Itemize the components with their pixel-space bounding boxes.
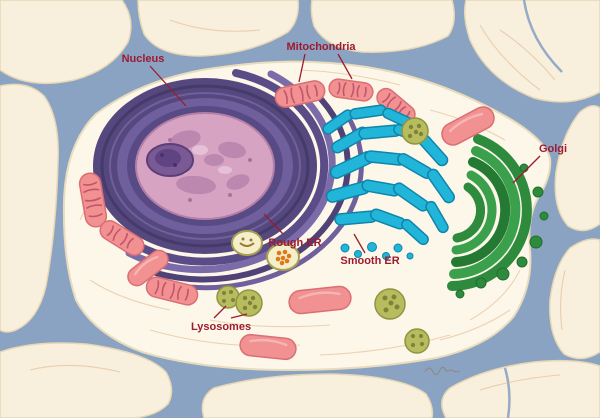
mitochondrion [288,285,352,315]
nucleus-label-text: Nucleus [122,53,165,65]
mitochondrion [441,106,495,146]
nucleus-leader-line [149,65,187,107]
mitochondrion [239,333,297,361]
rough-er-leader-line [263,213,284,235]
lysosomes-label-text: Lysosomes [191,321,251,333]
nucleolus [146,143,194,177]
cell-junction-line [522,0,563,73]
mitochondria-label-text: Mitochondria [286,41,356,53]
nucleus [93,78,317,254]
smooth-er-label-text: Smooth ER [340,255,399,267]
lysosome [401,117,429,145]
lysosome [235,289,263,317]
mitochondrion [99,220,145,256]
neighbor-cell [137,0,300,57]
labels: Nucleus Mitochondria Golgi Rough ER Smoo… [122,41,567,333]
neighbor-cell [463,0,600,103]
cell-junction-line [503,367,511,418]
neighbor-cell [0,0,132,85]
mitochondrion [145,276,199,306]
neighbor-cell [554,105,600,232]
mitochondria-label: Mitochondria [286,41,356,83]
mitochondrion [78,172,108,228]
golgi-leader-line [512,155,541,184]
neighbor-cell [310,0,455,53]
golgi-label: Golgi [512,143,567,184]
lysosomes-leader-lines [213,305,248,319]
neighbor-cell [0,83,59,333]
mitochondrion [127,249,169,287]
mitochondrion [274,80,326,108]
golgi-apparatus [447,134,549,299]
golgi-label-text: Golgi [539,143,567,155]
neighbor-cell [441,359,600,418]
neighbor-cell [0,342,173,418]
lysosome [374,288,406,320]
mitochondria-group [78,78,416,306]
mitochondria-leader-lines [298,53,353,83]
lysosome [404,328,430,354]
smooth-er-label: Smooth ER [340,233,400,267]
rough-er-label: Rough ER [263,213,322,249]
mitochondria-plain-group [127,106,495,361]
lysosomes-label: Lysosomes [191,305,251,333]
vesicle-orange-core [266,243,300,271]
rough-er-label-text: Rough ER [268,237,321,249]
artist-signature [424,366,461,376]
nucleus-label: Nucleus [122,53,187,107]
lysosomes-group [216,117,430,354]
mitochondrion [328,78,374,102]
vesicle [231,230,263,256]
vesicles-group [231,230,300,271]
transport-vesicles [340,242,414,260]
neighbor-cell [201,373,434,418]
smooth-er-leader-line [353,233,366,254]
